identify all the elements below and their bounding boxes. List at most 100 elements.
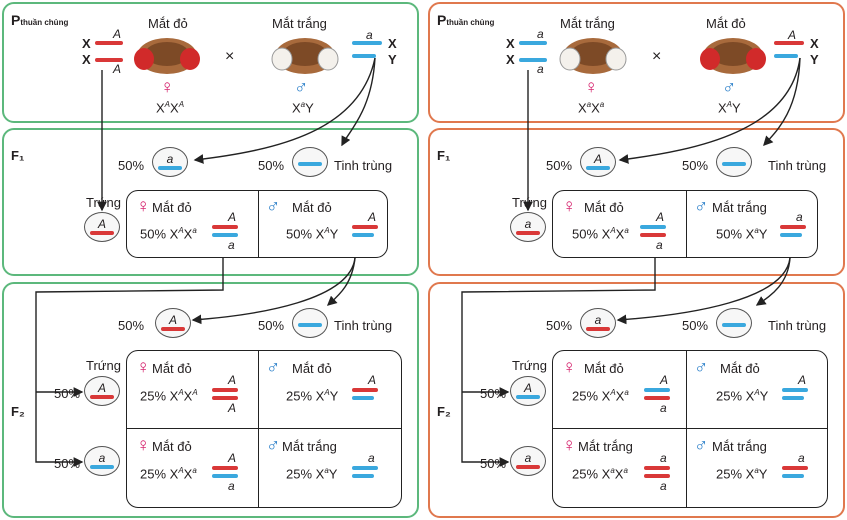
left-p-label: Pthuần chủng	[11, 12, 69, 28]
right-male-geno: XAY	[718, 100, 741, 116]
right-f1-sperm-pct2: 50%	[682, 158, 709, 173]
left-f2-br-geno: 25% XaY	[286, 466, 338, 482]
right-f2-tr-c1	[782, 388, 808, 392]
left-f2-bl-geno: 25% XAXa	[140, 466, 197, 482]
right-f2-sperm2-cell	[716, 308, 752, 338]
left-p-female-chrom2	[95, 58, 123, 62]
right-male-pheno: Mắt đỏ	[706, 16, 746, 31]
left-male-symbol-icon: ♂	[294, 77, 309, 98]
right-f1-female-geno: 50% XAXa	[572, 226, 629, 242]
left-f2-br-c2	[352, 474, 374, 478]
left-f2-sperm2-cell	[292, 308, 328, 338]
left-f1-female-icon: ♀	[136, 196, 151, 217]
fly-white-eye-icon	[271, 38, 339, 74]
fly-red-eye-icon	[134, 38, 200, 74]
right-p-a2: a	[537, 62, 544, 76]
right-f2-sperm-pct1: 50%	[546, 318, 573, 333]
right-p-f-c1	[519, 41, 547, 45]
left-f1-punnett	[126, 190, 388, 258]
left-f2-hdivider	[126, 428, 402, 430]
right-f2-tr-icon: ♂	[694, 357, 709, 378]
right-f1-female-icon: ♀	[562, 196, 577, 217]
right-f2-sperm1-cell: a	[580, 308, 616, 338]
right-f1-egg-cell: a	[510, 212, 546, 242]
left-f2-label: F₂	[11, 404, 25, 419]
left-f2-br-a: a	[368, 451, 375, 465]
right-f1-male-icon: ♂	[694, 196, 709, 217]
left-f2-egg1-cell: A	[84, 376, 120, 406]
left-f1-sperm-pct1: 50%	[118, 158, 145, 173]
left-f1-m-allele: A	[368, 210, 377, 224]
fly-red-eye-icon	[700, 38, 766, 74]
right-f2-sperm-label: Tinh trùng	[768, 318, 827, 333]
right-p-a3: A	[788, 28, 797, 42]
left-f2-tr-a: A	[368, 373, 377, 387]
right-f2-tl-c2	[644, 396, 670, 400]
left-f1-female-pheno: Mắt đỏ	[152, 200, 192, 215]
right-f2-egg-label: Trứng	[512, 358, 547, 373]
right-f2-tr-a: A	[798, 373, 807, 387]
left-f2-br-icon: ♂	[266, 435, 281, 456]
left-f1-sperm2-cell	[292, 147, 328, 177]
left-f2-tr-icon: ♂	[266, 357, 281, 378]
right-f1-f-a1: A	[656, 210, 665, 224]
right-f2-tl-pheno: Mắt đỏ	[584, 361, 624, 376]
left-sperm-label: Tinh trùng	[334, 158, 393, 173]
right-female-pheno: Mắt trắng	[560, 16, 615, 31]
right-f1-m-c2	[780, 233, 802, 237]
right-f2-sperm-pct2: 50%	[682, 318, 709, 333]
left-p-chrom-x: X	[388, 36, 397, 51]
right-f2-tl-a1: A	[660, 373, 669, 387]
right-f1-f-c2	[640, 233, 666, 237]
left-f2-sperm1-cell: A	[155, 308, 191, 338]
right-p-m-c2	[774, 54, 798, 58]
right-f2-bl-geno: 25% XaXa	[572, 466, 628, 482]
left-f2-tr-geno: 25% XAY	[286, 388, 339, 404]
left-f2-br-c1	[352, 466, 378, 470]
left-f2-sperm-pct2: 50%	[258, 318, 285, 333]
right-f1-sperm2-cell	[716, 147, 752, 177]
fly-white-eye-icon	[559, 38, 627, 74]
right-f1-male-geno: 50% XaY	[716, 226, 768, 242]
left-p-chrom-x2: X	[82, 52, 91, 67]
left-p-male-chrom1	[352, 41, 382, 45]
right-female-symbol-icon: ♀	[584, 77, 599, 98]
left-f2-tl-c1	[212, 388, 238, 392]
left-f1-divider	[258, 190, 260, 258]
left-cross-sign: ×	[225, 48, 235, 65]
left-f1-male-geno: 50% XAY	[286, 226, 339, 242]
right-f2-tl-a2: a	[660, 401, 667, 415]
left-f2-egg-pct1: 50%	[54, 386, 81, 401]
left-f2-tl-geno: 25% XAXA	[140, 388, 198, 404]
left-f2-sperm-label: Tinh trùng	[334, 318, 393, 333]
left-f2-tr-pheno: Mắt đỏ	[292, 361, 332, 376]
left-f2-bl-a1: A	[228, 451, 237, 465]
left-p-allele3: a	[366, 28, 373, 42]
left-f1-label: F₁	[11, 148, 25, 163]
right-f1-sperm-pct1: 50%	[546, 158, 573, 173]
right-f2-tl-geno: 25% XAXa	[572, 388, 629, 404]
right-f2-bl-pheno: Mắt trắng	[578, 439, 633, 454]
right-f1-f-c1	[640, 225, 666, 229]
left-p-male-chrom2	[352, 54, 376, 58]
right-p-f-c2	[519, 58, 547, 62]
right-sperm-label: Tinh trùng	[768, 158, 827, 173]
right-f2-egg1-cell: A	[510, 376, 546, 406]
right-f2-tr-pheno: Mắt đỏ	[720, 361, 760, 376]
right-f1-panel	[428, 128, 845, 276]
left-f2-bl-c2	[212, 474, 238, 478]
left-f2-sperm-pct1: 50%	[118, 318, 145, 333]
right-male-symbol-icon: ♂	[722, 77, 737, 98]
left-f1-sperm1-cell: a	[152, 147, 188, 177]
left-f2-tl-c2	[212, 396, 238, 400]
left-f2-bl-pheno: Mắt đỏ	[152, 439, 192, 454]
right-f2-tl-c1	[644, 388, 670, 392]
left-f2-bl-c1	[212, 466, 238, 470]
right-f1-divider	[686, 190, 688, 258]
left-f2-tl-pheno: Mắt đỏ	[152, 361, 192, 376]
left-p-allele1: A	[113, 27, 122, 41]
left-f2-egg-label: Trứng	[86, 358, 121, 373]
left-f2-bl-a2: a	[228, 479, 235, 493]
right-f2-bl-a1: a	[660, 451, 667, 465]
